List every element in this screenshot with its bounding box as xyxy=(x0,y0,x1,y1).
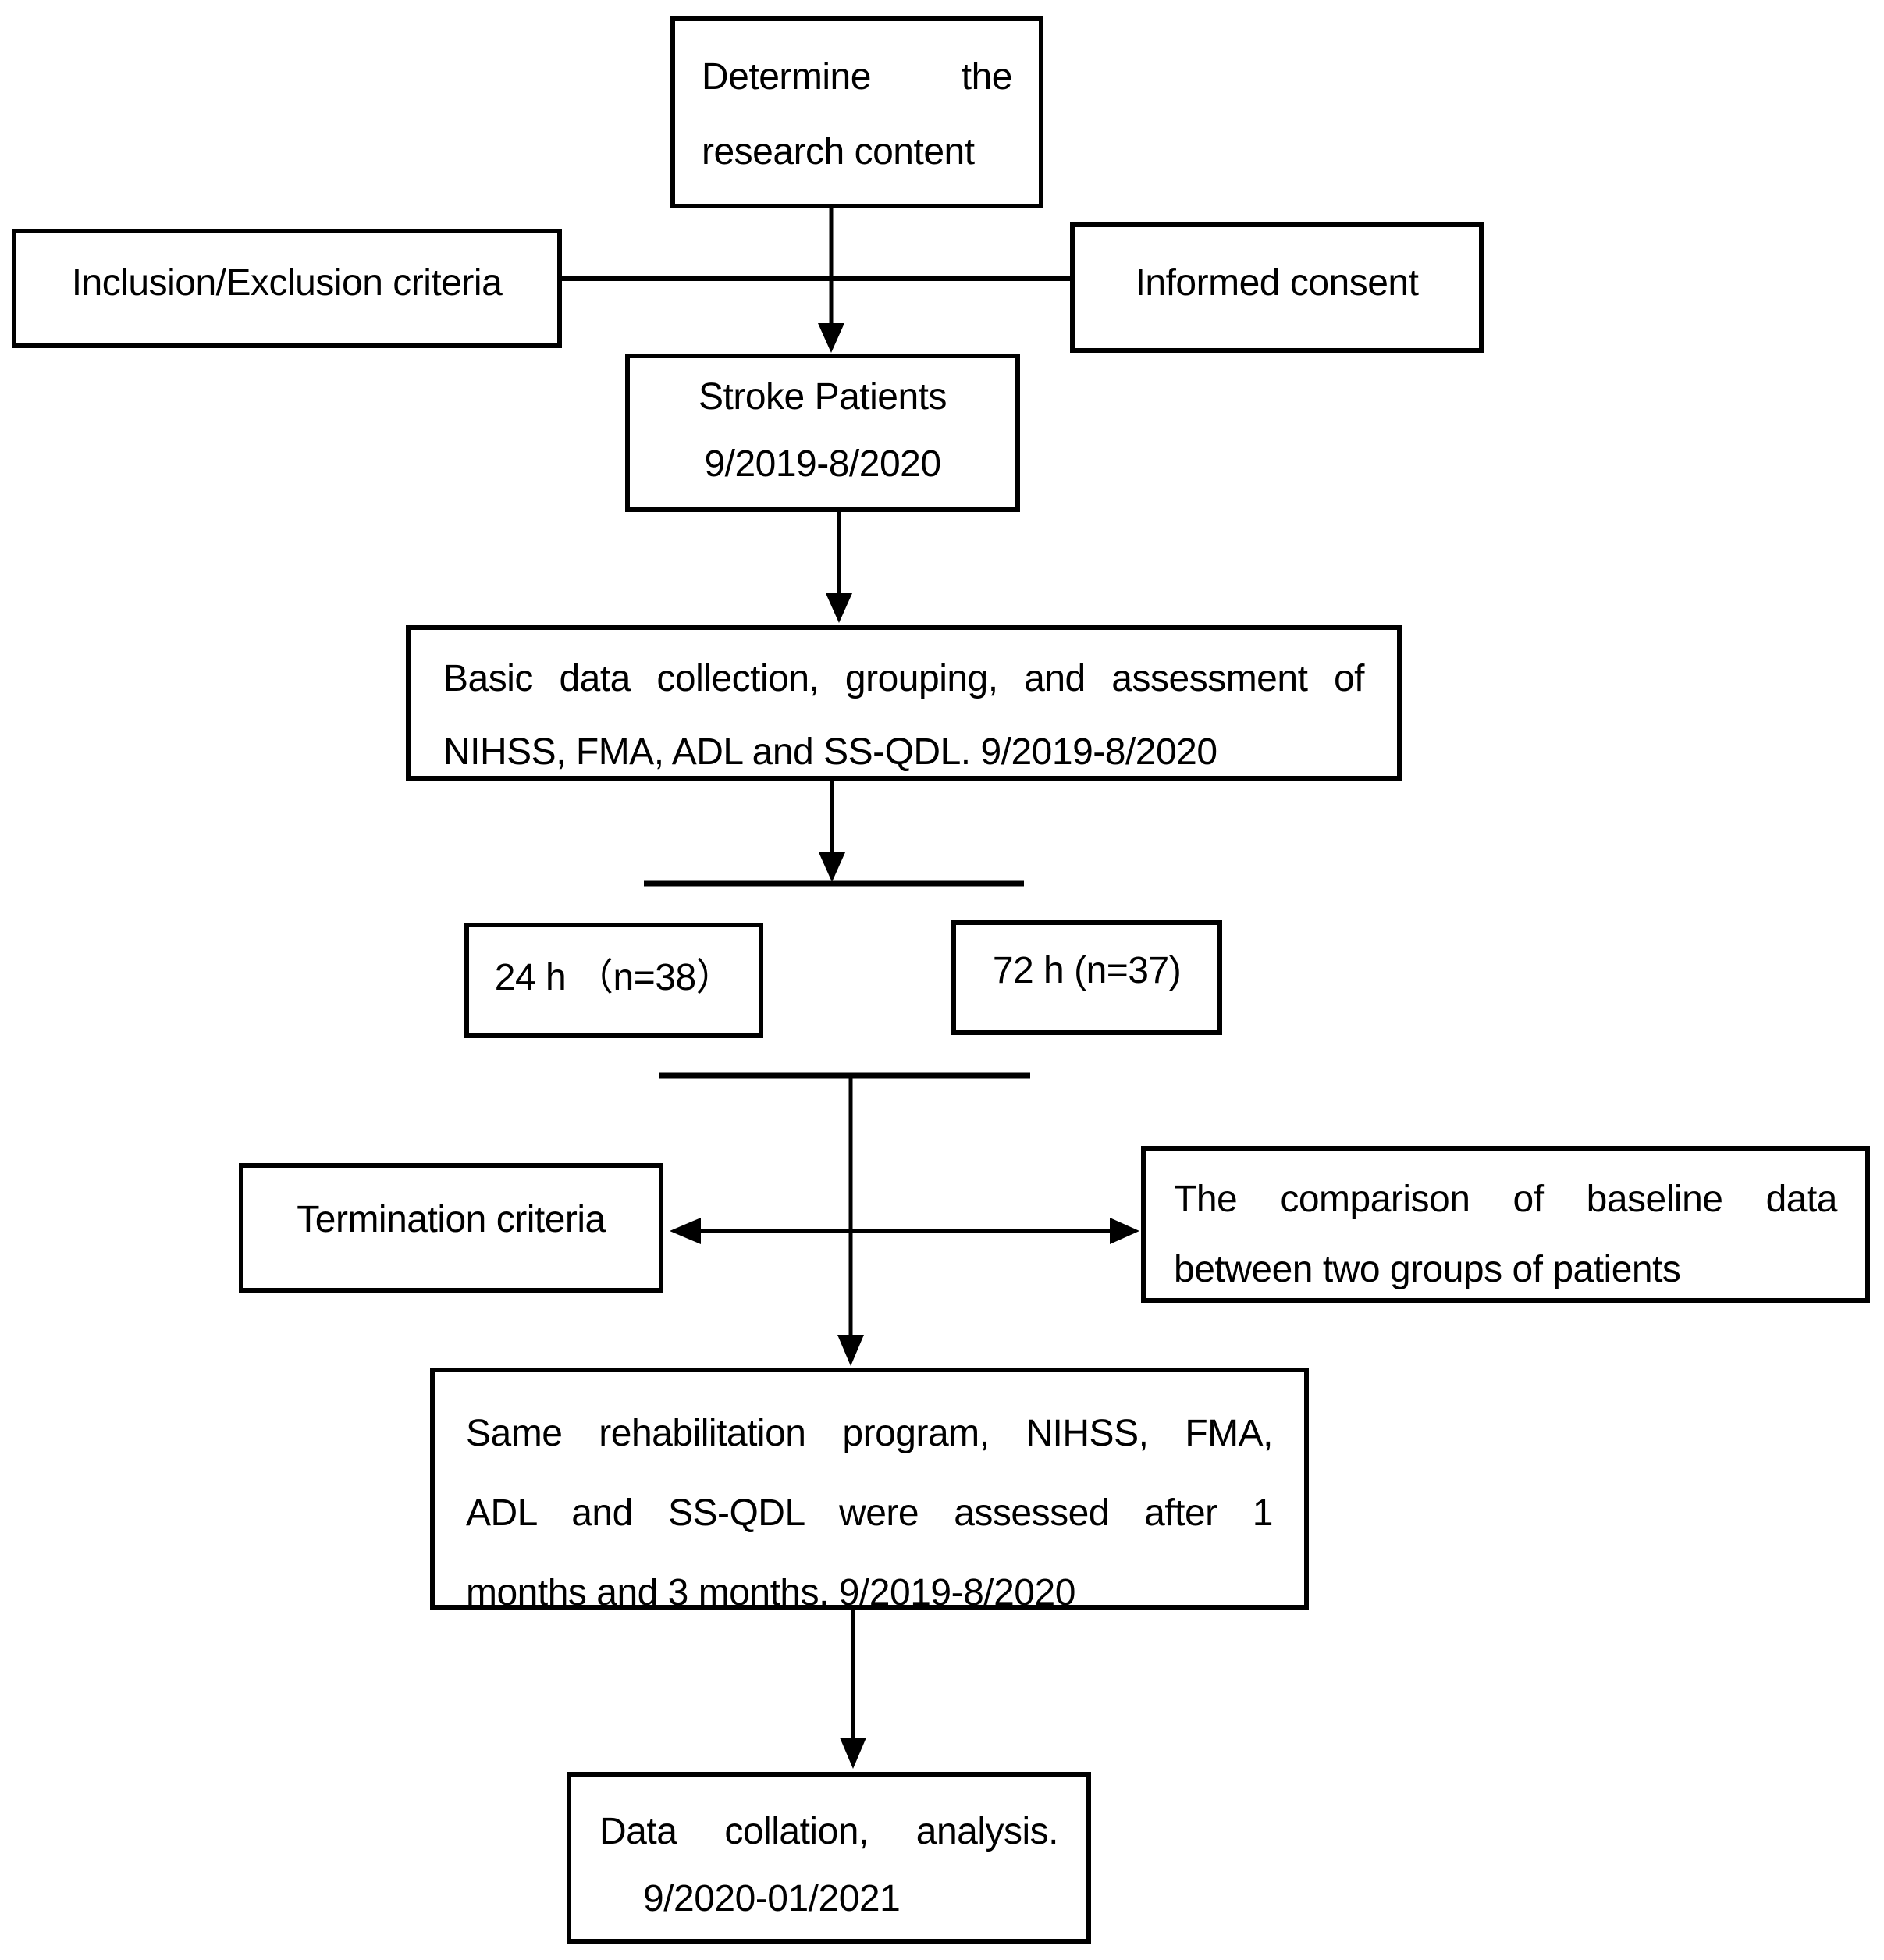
node-text-line: Informed consent xyxy=(1135,262,1419,304)
edge-stroke-to-basic xyxy=(826,512,852,623)
edge-to-termination xyxy=(670,1218,851,1244)
node-group-24h: 24 h （n=38） xyxy=(464,923,763,1038)
node-informed-consent: Informed consent xyxy=(1070,222,1484,353)
node-determine-research-content: Determine the research content xyxy=(670,16,1043,208)
edge-to-comparison xyxy=(851,1218,1139,1244)
node-rehabilitation-program: Same rehabilitation program, NIHSS, FMA,… xyxy=(430,1368,1309,1613)
node-text-line: months and 3 months. 9/2019-8/2020 xyxy=(466,1572,1075,1613)
node-text-line: 9/2020-01/2021 xyxy=(643,1878,901,1919)
edge-rehab-to-collation xyxy=(840,1610,866,1769)
node-text-line: 9/2019-8/2020 xyxy=(704,443,941,485)
node-text-line: research content xyxy=(702,131,975,173)
node-text-line: Same rehabilitation program, NIHSS, FMA, xyxy=(466,1413,1274,1454)
node-termination-criteria: Termination criteria xyxy=(239,1163,663,1293)
node-text-line: The comparison of baseline data xyxy=(1174,1179,1838,1220)
node-text-line: Inclusion/Exclusion criteria xyxy=(71,262,503,304)
node-text-line: Basic data collection, grouping, and ass… xyxy=(443,658,1365,699)
edge-basic-to-split-bar xyxy=(819,781,845,882)
node-text-line: between two groups of patients xyxy=(1174,1249,1681,1290)
node-text-line: Termination criteria xyxy=(297,1198,606,1240)
node-text-line: 24 h （n=38） xyxy=(494,957,734,998)
edge-determine-to-stroke xyxy=(818,208,844,353)
node-text-line: NIHSS, FMA, ADL and SS-QDL. 9/2019-8/202… xyxy=(443,731,1217,773)
node-baseline-comparison: The comparison of baseline data between … xyxy=(1141,1146,1870,1303)
node-text-line: Determine the xyxy=(702,56,1013,98)
node-inclusion-exclusion-criteria: Inclusion/Exclusion criteria xyxy=(12,229,562,348)
node-basic-data-collection: Basic data collection, grouping, and ass… xyxy=(406,625,1402,781)
node-group-72h: 72 h (n=37) xyxy=(951,920,1222,1035)
node-text-line: ADL and SS-QDL were assessed after 1 xyxy=(466,1492,1274,1534)
node-text-line: Data collation, analysis. xyxy=(599,1811,1059,1852)
node-text-line: 72 h (n=37) xyxy=(992,950,1182,991)
node-stroke-patients: Stroke Patients 9/2019-8/2020 xyxy=(625,354,1020,512)
node-text-line: Stroke Patients xyxy=(699,375,947,418)
node-data-collation-analysis: Data collation, analysis. 9/2020-01/2021 xyxy=(567,1772,1091,1944)
edge-merge-to-rehab xyxy=(837,1076,864,1366)
